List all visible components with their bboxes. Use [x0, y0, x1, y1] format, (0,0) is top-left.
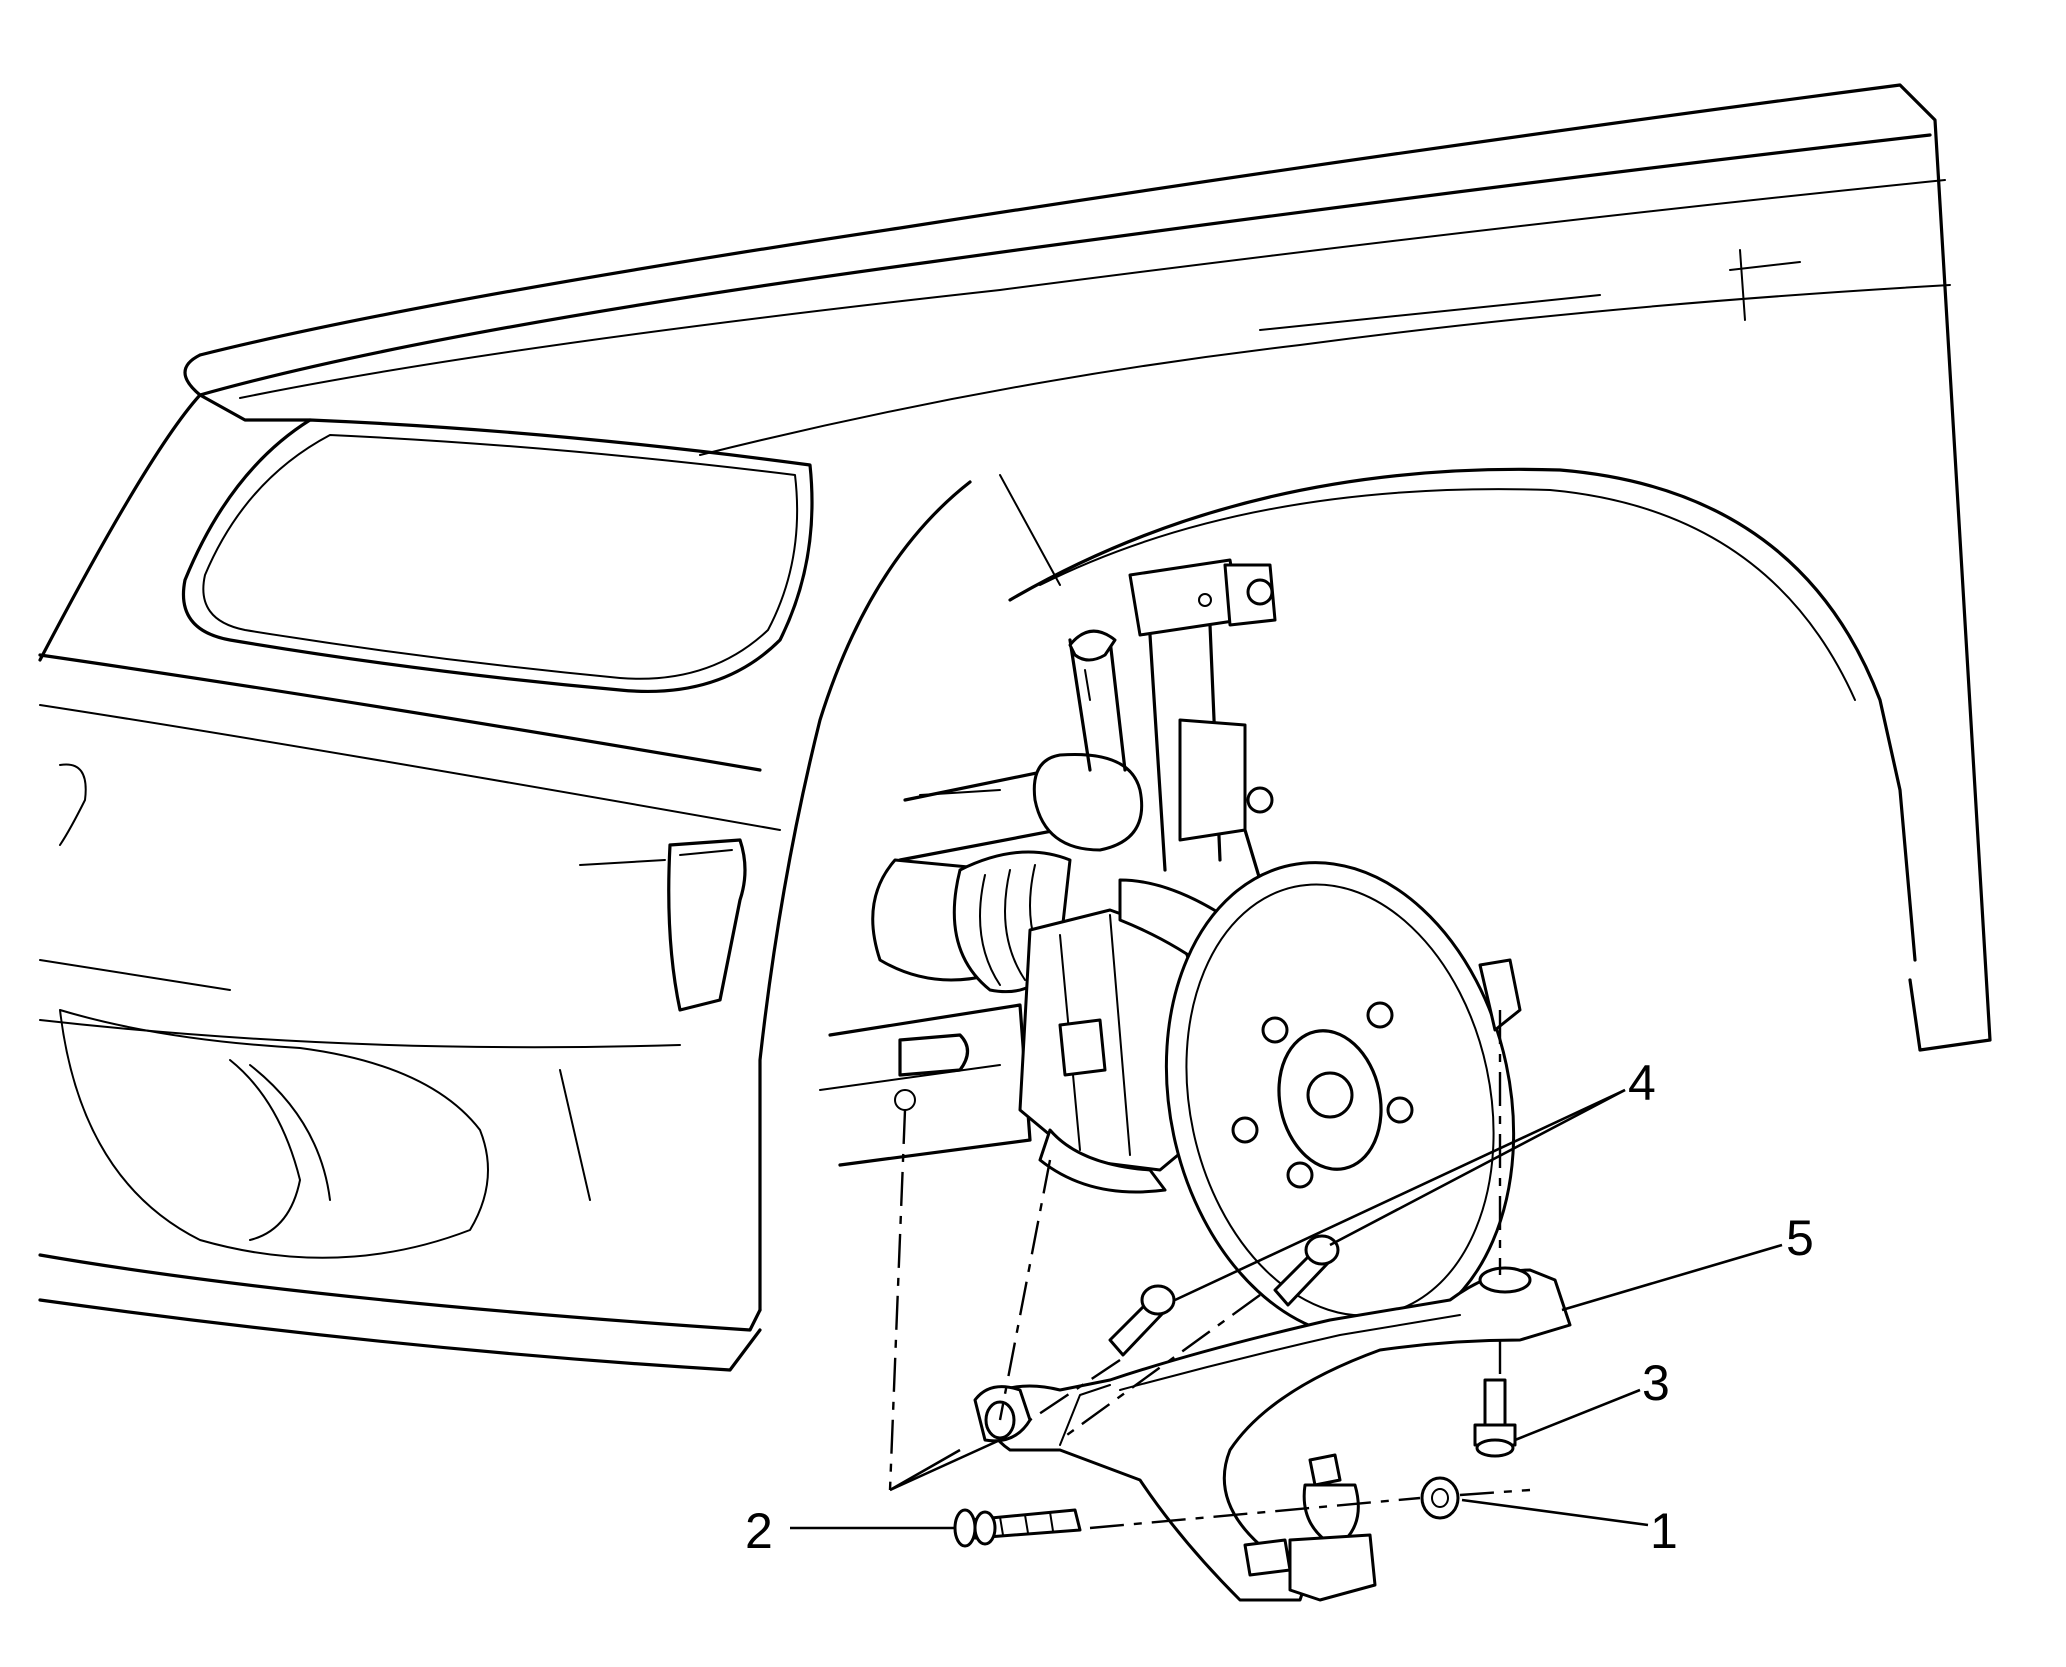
brake-rotor [1164, 861, 1522, 1339]
callouts: 1 2 3 4 5 [745, 1055, 1814, 1559]
subframe [819, 1003, 1032, 1167]
side-marker-lamp [667, 838, 747, 1012]
fasteners [953, 1234, 1517, 1548]
leader-5 [1561, 1243, 1783, 1312]
axle-cv-joint [871, 629, 1144, 994]
ball-joint [1243, 1453, 1377, 1602]
callout-leaders [790, 1088, 1783, 1530]
fender-hood [183, 83, 1992, 1052]
leader-3 [1514, 1388, 1641, 1442]
lower-control-arm [973, 1266, 1572, 1602]
front-fascia [38, 393, 781, 1372]
callout-5: 5 [1786, 1210, 1814, 1266]
leader-4a [1174, 1088, 1626, 1302]
wheel-arch [758, 467, 1917, 1312]
assembly-centerlines [888, 1010, 1531, 1530]
callout-1: 1 [1650, 1503, 1678, 1559]
callout-2: 2 [745, 1503, 773, 1559]
leader-4b [1329, 1088, 1626, 1247]
callout-4: 4 [1628, 1055, 1656, 1111]
strut-assembly [1128, 558, 1277, 902]
callout-3: 3 [1642, 1355, 1670, 1411]
headlamp [182, 393, 814, 694]
leader-1 [1461, 1498, 1649, 1527]
leader-2-fork-b [889, 1438, 1001, 1492]
